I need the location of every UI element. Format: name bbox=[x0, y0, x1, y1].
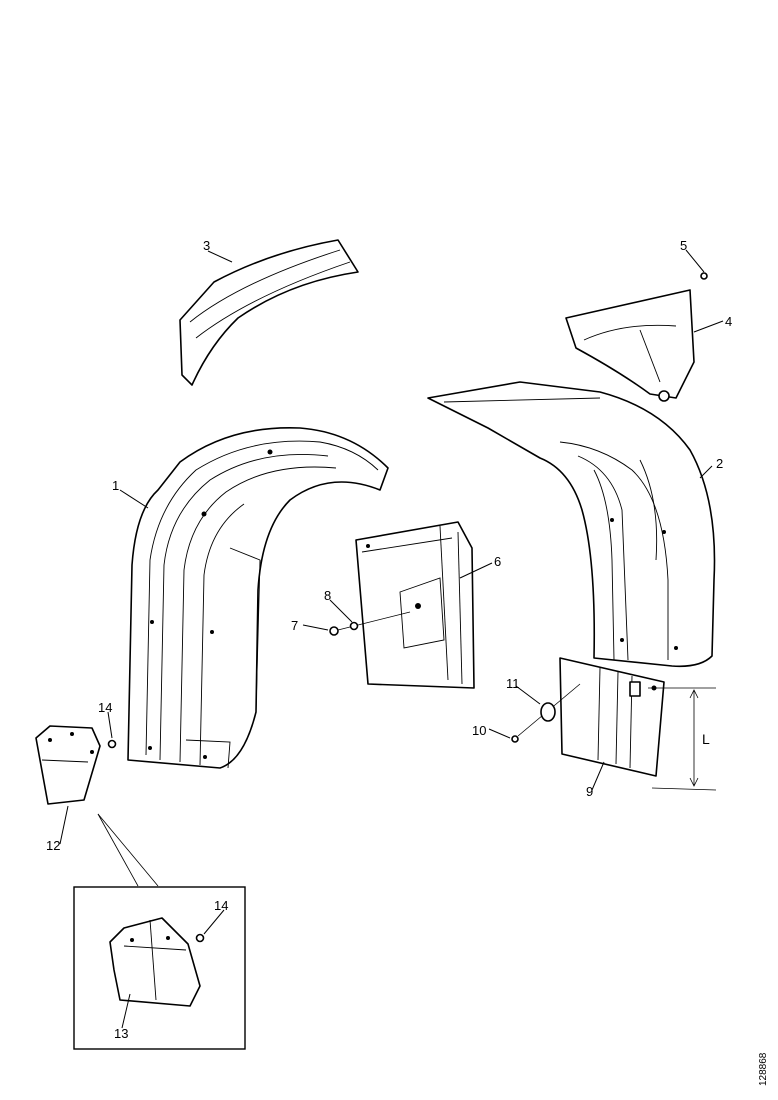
part-7-8-bolt-washer bbox=[329, 611, 411, 636]
callout-7: 7 bbox=[291, 618, 298, 633]
callout-8: 8 bbox=[324, 588, 331, 603]
callout-6: 6 bbox=[494, 554, 501, 569]
part-5-bolt bbox=[700, 272, 708, 280]
callout-10: 10 bbox=[472, 723, 486, 738]
callout-4: 4 bbox=[725, 314, 732, 329]
part-9-lower-mud-flap bbox=[559, 657, 665, 777]
callout-3: 3 bbox=[203, 238, 210, 253]
part-6-splash-guard bbox=[355, 521, 475, 689]
part-2-right-fender bbox=[427, 381, 716, 668]
part-12-small-bracket bbox=[35, 725, 101, 805]
inset-detail bbox=[73, 813, 246, 1050]
dimension-l-label: L bbox=[702, 731, 710, 747]
callout-1: 1 bbox=[112, 478, 119, 493]
leader-lines bbox=[59, 249, 724, 1029]
part-14-bolt bbox=[107, 739, 117, 749]
callout-12: 12 bbox=[46, 838, 60, 853]
callout-14: 14 bbox=[98, 700, 112, 715]
part-1-left-fender bbox=[127, 426, 389, 769]
part-3-fender-extension bbox=[179, 239, 359, 386]
callout-2: 2 bbox=[716, 456, 723, 471]
callout-9: 9 bbox=[586, 784, 593, 799]
document-id: 128868 bbox=[758, 1052, 769, 1086]
callout-5: 5 bbox=[680, 238, 687, 253]
dimension-l bbox=[648, 687, 717, 791]
callout-11: 11 bbox=[506, 676, 520, 691]
part-4-bracket bbox=[565, 289, 695, 402]
part-10-11-bolt-washer bbox=[511, 683, 581, 743]
inset-callout-14: 14 bbox=[214, 898, 228, 913]
inset-callout-13: 13 bbox=[114, 1026, 128, 1041]
